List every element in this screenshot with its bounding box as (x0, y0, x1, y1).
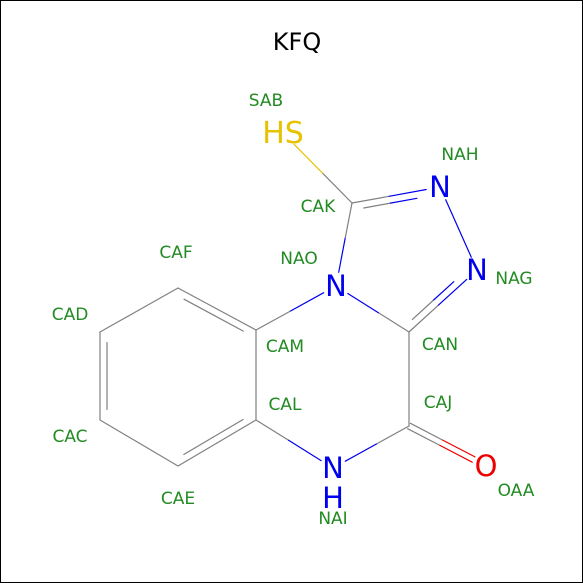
atom-symbol-nah: N (429, 170, 451, 204)
bond-cae-cal-inner-half-b (212, 418, 244, 438)
atom-name-nah: NAH (441, 145, 478, 165)
bond-cam-caf-inner-half-b (183, 298, 215, 316)
atom-symbol-nai: N (322, 451, 344, 485)
bond-nao-cak-half-a (338, 237, 346, 273)
bond-cam-caf-inner-half-a (213, 314, 244, 332)
atom-symbol-nai-hydrogen: H (322, 481, 344, 515)
atom-name-cad: CAD (52, 305, 89, 325)
atom-name-cak: CAK (301, 197, 336, 217)
bond-caj-oaa-line-a-half-b (439, 444, 473, 463)
bond-nag-can-outer-half-a (437, 278, 468, 307)
bond-cae-cal-outer-half-b (216, 419, 257, 444)
bond-cae-cal-inner-half-a (183, 436, 214, 456)
atom-name-caj: CAJ (424, 393, 453, 413)
bond-caj-oaa-line-a-half-a (407, 428, 441, 446)
atom-name-sab: SAB (249, 91, 283, 111)
bond-nag-can-outer-half-b (408, 305, 439, 333)
atom-name-cae: CAE (161, 489, 195, 509)
atom-name-oaa: OAA (498, 481, 535, 501)
bond-caj-oaa-line-b-half-a (409, 422, 444, 441)
bond-cak-nah-outer-half-b (388, 188, 427, 197)
atom-name-can: CAN (422, 335, 458, 355)
bond-nao-cam-half-b (255, 310, 291, 331)
atom-name-nai: NAI (318, 509, 347, 529)
diagram-title: KFQ (273, 28, 321, 56)
bond-sab-cak-half-b (322, 173, 353, 204)
bond-cak-nah-inner-half-a (363, 202, 391, 209)
bond-can-nao-half-a (377, 312, 410, 333)
bond-caf-cad-half-b (99, 309, 140, 333)
bond-cac-cae-half-a (99, 419, 140, 444)
atom-name-labels-layer: SAB CAK NAH NAG CAN NAO CAM CAF CAD CAC CAE CAL NAI C… (52, 91, 535, 529)
bond-caf-cad-half-a (138, 287, 179, 311)
bond-nao-cak-half-b (344, 202, 353, 239)
atom-name-cal: CAL (269, 395, 302, 415)
atom-name-nag: NAG (495, 269, 532, 289)
bond-sab-cak-half-a (293, 143, 324, 175)
bond-nao-cam-half-a (289, 292, 325, 312)
bond-nah-nag-half-b (457, 227, 472, 258)
bond-nai-caj-half-b (376, 425, 410, 445)
atom-symbol-oaa: O (475, 449, 498, 483)
atom-name-cac: CAC (52, 427, 87, 447)
bond-cal-nai-half-a (255, 419, 290, 441)
bond-caj-oaa-line-b-half-b (442, 439, 476, 458)
atom-name-cam: CAM (266, 337, 304, 357)
bond-cak-nah-outer-half-a (351, 195, 390, 204)
atom-symbol-sab: HS (262, 116, 304, 151)
bond-cac-cae-half-b (138, 442, 179, 467)
bond-nag-can-inner-half-b (411, 299, 434, 320)
bond-cam-caf-outer-half-a (216, 308, 257, 331)
bond-can-nao-half-b (347, 292, 379, 314)
bond-nah-nag-half-a (445, 199, 460, 230)
atom-symbol-nag: N (466, 253, 488, 287)
atom-name-caf: CAF (159, 243, 192, 263)
atom-symbol-nao: N (325, 269, 347, 303)
bonds-layer (99, 143, 476, 467)
bond-cam-caf-outer-half-b (177, 287, 218, 310)
bond-nai-caj-half-a (344, 443, 378, 462)
bond-cal-nai-half-b (288, 439, 322, 462)
bond-nag-can-inner-half-a (432, 281, 455, 302)
atom-name-nao: NAO (280, 249, 317, 269)
bond-cak-nah-inner-half-b (389, 197, 418, 204)
bond-cae-cal-outer-half-a (177, 442, 218, 467)
